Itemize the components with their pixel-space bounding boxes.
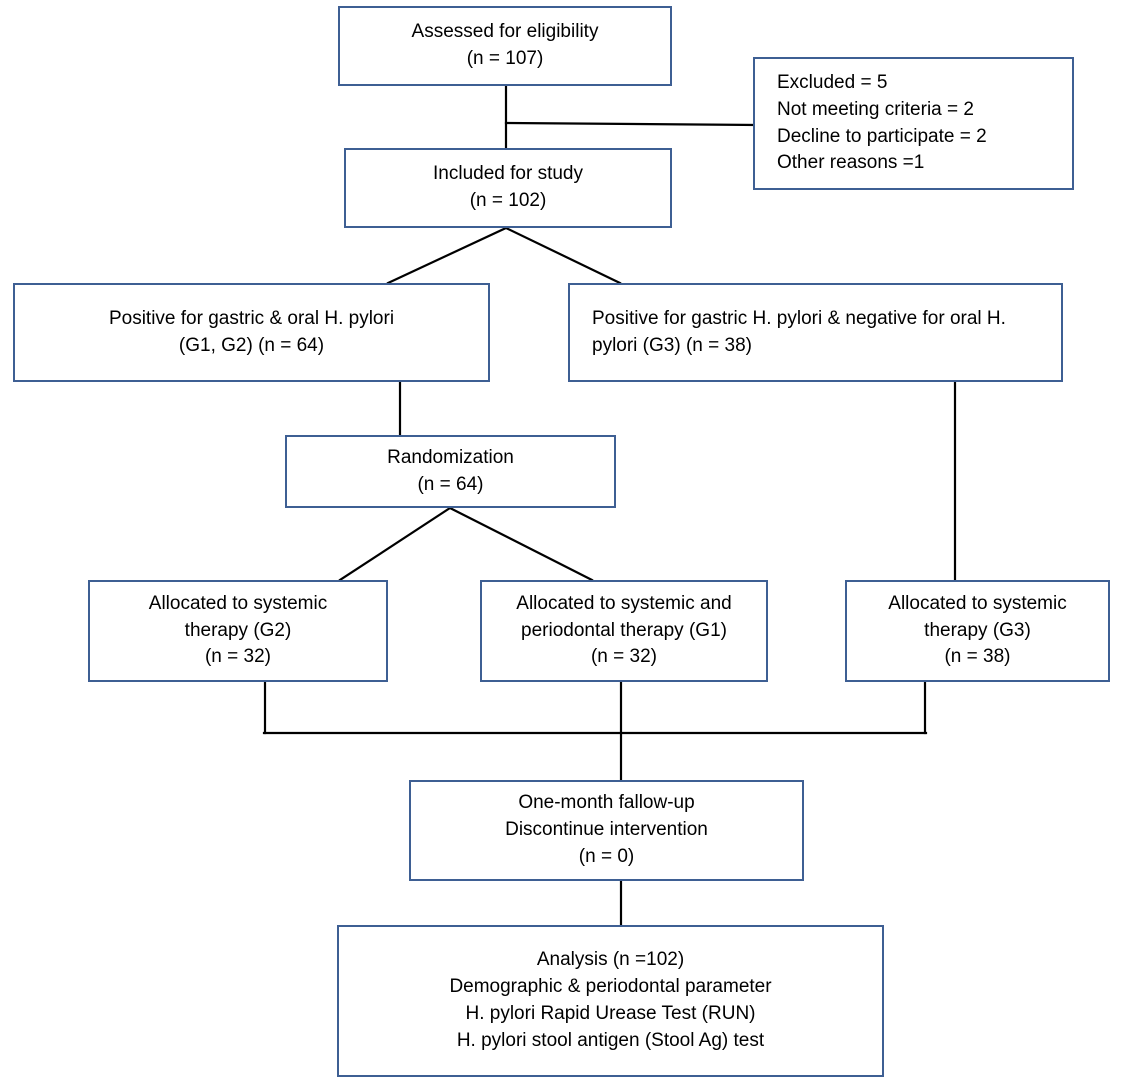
connector-randomization-split-right (448, 506, 594, 582)
alloc-g1-line-3: (n = 32) (590, 646, 657, 668)
included-line-2: (n = 102) (469, 190, 547, 211)
alloc-g2-line-1: Allocated to systemic (148, 592, 328, 614)
included-line-1: Included for study (433, 163, 583, 185)
analysis-box: Analysis (n =102) Demographic & periodon… (337, 925, 884, 1077)
connector-included-split-right (504, 226, 622, 285)
assessed-for-eligibility-box: Assessed for eligibility (n = 107) (338, 6, 672, 86)
assessed-line-2: (n = 107) (466, 48, 544, 69)
excluded-line-2: Not meeting criteria = 2 (777, 98, 974, 120)
positive-gastric-only-line-1: Positive for gastric H. pylori & negativ… (592, 307, 1006, 356)
analysis-line-1: Analysis (n =102) (536, 949, 685, 971)
randomization-line-2: (n = 64) (417, 473, 484, 495)
positive-both-line-2: (G1, G2) (n = 64) (178, 334, 325, 356)
analysis-line-4: H. pylori stool antigen (Stool Ag) test (456, 1029, 765, 1051)
connector-included-to-excluded (504, 121, 759, 127)
positive-gastric-negative-oral-box: Positive for gastric H. pylori & negativ… (568, 283, 1063, 382)
positive-both-line-1: Positive for gastric & oral H. pylori (108, 307, 395, 329)
alloc-g1-line-1: Allocated to systemic and (516, 592, 732, 614)
randomization-box: Randomization (n = 64) (285, 435, 616, 508)
excluded-line-3: Decline to participate = 2 (777, 125, 987, 147)
alloc-g2-line-3: (n = 32) (204, 646, 271, 668)
analysis-line-3: H. pylori Rapid Urease Test (RUN) (465, 1003, 756, 1024)
allocated-systemic-g2-box: Allocated to systemic therapy (G2) (n = … (88, 580, 388, 682)
connector-randomization-split-left (338, 506, 452, 582)
alloc-g2-line-2: therapy (G2) (184, 619, 292, 641)
followup-line-2: Discontinue intervention (505, 819, 708, 841)
included-for-study-box: Included for study (n = 102) (344, 148, 672, 228)
randomization-line-1: Randomization (387, 446, 514, 468)
allocated-systemic-g3-box: Allocated to systemic therapy (G3) (n = … (845, 580, 1110, 682)
alloc-g3-line-1: Allocated to systemic (888, 592, 1067, 614)
alloc-g1-line-2: periodontal therapy (G1) (521, 619, 727, 641)
assessed-line-1: Assessed for eligibility (411, 21, 599, 43)
excluded-box: Excluded = 5 Not meeting criteria = 2 De… (753, 57, 1074, 190)
analysis-line-2: Demographic & periodontal parameter (449, 976, 772, 998)
one-month-follow-up-box: One-month fallow-up Discontinue interven… (409, 780, 804, 881)
followup-line-1: One-month fallow-up (518, 792, 695, 814)
followup-line-3: (n = 0) (578, 845, 635, 867)
excluded-line-4: Other reasons =1 (777, 152, 925, 174)
alloc-g3-line-2: therapy (G3) (924, 619, 1031, 641)
alloc-g3-line-3: (n = 38) (944, 646, 1011, 668)
allocated-systemic-periodontal-g1-box: Allocated to systemic and periodontal th… (480, 580, 768, 682)
positive-gastric-and-oral-box: Positive for gastric & oral H. pylori (G… (13, 283, 490, 382)
excluded-line-1: Excluded = 5 (777, 71, 888, 93)
connector-included-split-left (386, 226, 508, 285)
